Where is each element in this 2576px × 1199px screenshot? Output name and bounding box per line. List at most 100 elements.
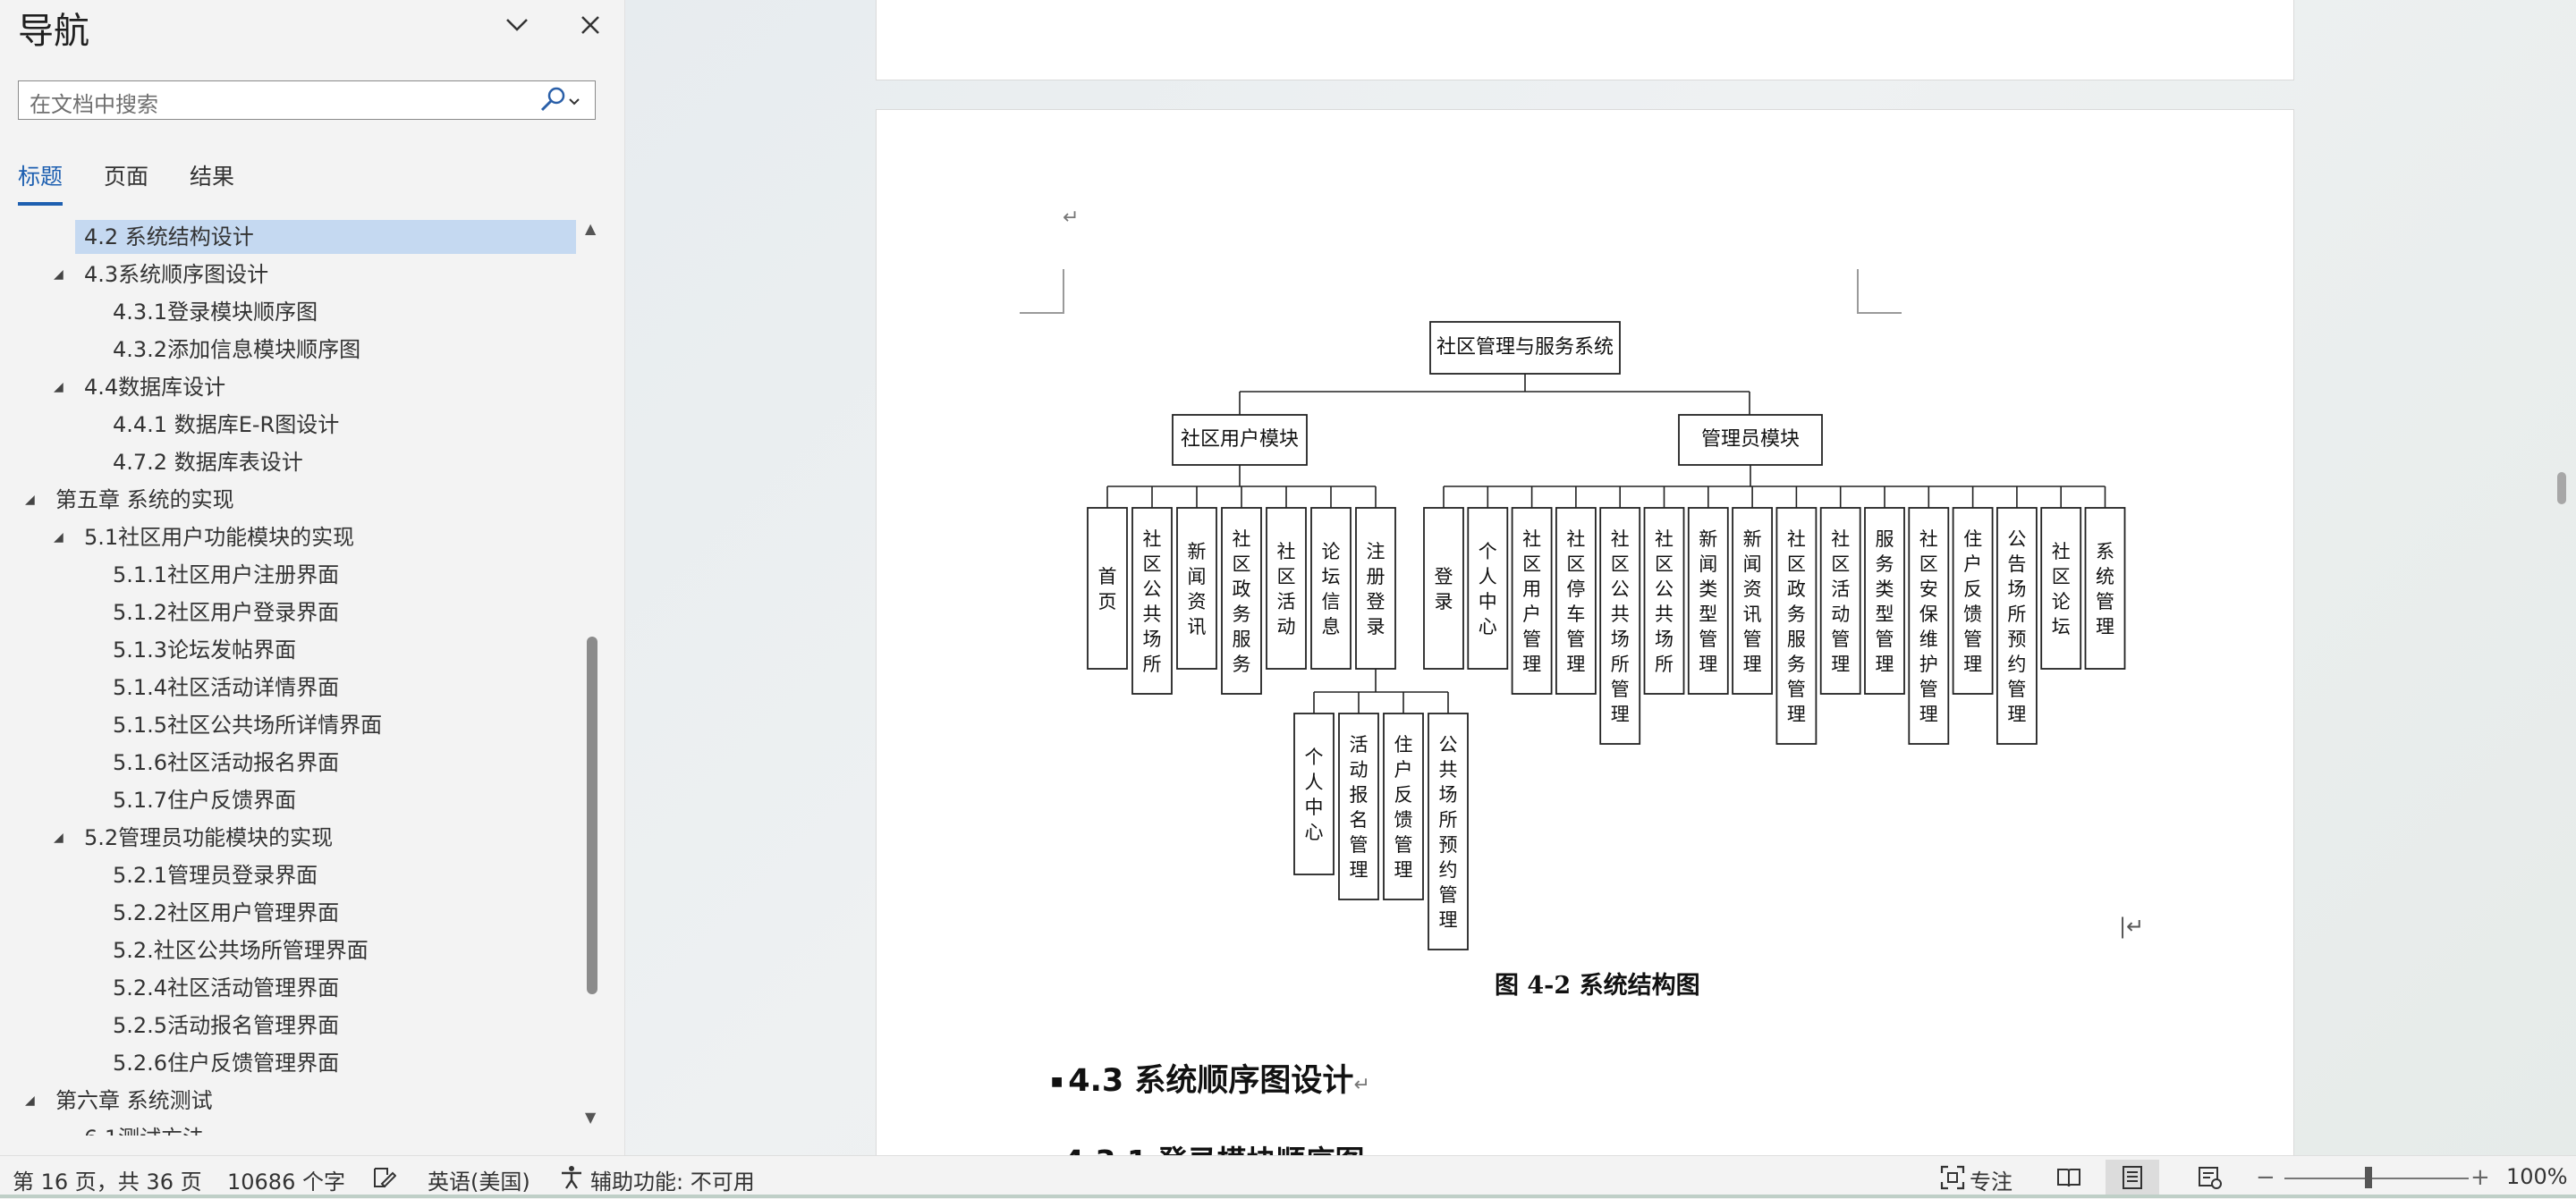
crop-mark-left (1020, 269, 1064, 314)
heading-4-3[interactable]: ■4.3 系统顺序图设计↵ (1051, 1063, 1370, 1099)
nav-heading-item[interactable]: ◢ 4.3系统顺序图设计 (0, 258, 572, 291)
tab-headings[interactable]: 标题 (18, 164, 64, 190)
nav-heading-item[interactable]: 5.1.2社区用户登录界面 (0, 595, 572, 629)
bullet-icon: ■ (1051, 1075, 1063, 1089)
scroll-up-icon[interactable]: ▲ (585, 220, 597, 237)
diagram-node (1864, 507, 1905, 695)
language-indicator[interactable]: 英语(美国) (428, 1169, 530, 1195)
nav-heading-label: 4.3.1登录模块顺序图 (113, 300, 318, 325)
nav-heading-item[interactable]: 5.1.4社区活动详情界面 (0, 671, 572, 705)
nav-heading-item[interactable]: 5.2.1管理员登录界面 (0, 858, 572, 892)
accessibility-icon[interactable] (558, 1165, 585, 1190)
diagram-node (1293, 713, 1335, 875)
tab-results[interactable]: 结果 (190, 164, 235, 190)
zoom-level[interactable]: 100% (2506, 1164, 2568, 1189)
diagram-node-label: 公告场所预约管理 (2007, 528, 2026, 725)
nav-title: 导航 (18, 11, 89, 52)
nav-heading-label: 5.2.4社区活动管理界面 (113, 975, 340, 1001)
nav-heading-item[interactable]: 5.2.5活动报名管理界面 (0, 1009, 572, 1043)
nav-heading-item[interactable]: 5.1.3论坛发帖界面 (0, 633, 572, 667)
collapse-triangle-icon[interactable]: ◢ (54, 267, 64, 282)
diagram-user-module-node (1172, 414, 1308, 466)
focus-button[interactable]: 专注 (1970, 1169, 2012, 1195)
nav-scroll-thumb[interactable] (587, 637, 597, 994)
nav-heading-label: 5.1.1社区用户注册界面 (113, 562, 340, 587)
nav-heading-label: 5.2.2社区用户管理界面 (113, 900, 340, 925)
diagram-node-label: 社区公共场所管理 (1611, 528, 1630, 725)
diagram-node-label: 论坛信息 (1322, 541, 1341, 637)
nav-heading-item[interactable]: 5.2.2社区用户管理界面 (0, 896, 572, 930)
diagram-node-label: 社区停车管理 (1566, 528, 1585, 675)
nav-heading-item[interactable]: ◢5.2管理员功能模块的实现 (0, 821, 572, 855)
nav-heading-item[interactable]: ◢4.4数据库设计 (0, 370, 572, 404)
collapse-triangle-icon[interactable]: ◢ (25, 1093, 35, 1108)
collapse-triangle-icon[interactable]: ◢ (54, 831, 64, 845)
collapse-triangle-icon[interactable]: ◢ (25, 493, 35, 507)
scroll-down-icon[interactable]: ▼ (585, 1109, 597, 1126)
heading-4-3-1[interactable]: 4.3.1 登录模块顺序图 (1063, 1137, 1364, 1155)
search-options-button[interactable] (539, 87, 586, 115)
web-layout-icon[interactable] (2197, 1165, 2224, 1190)
diagram-node-label: 注册登录 (1367, 541, 1385, 637)
diagram-node (1996, 507, 2038, 745)
nav-heading-label: 5.2.6住户反馈管理界面 (113, 1051, 340, 1076)
search-input[interactable]: 在文档中搜索 (18, 80, 596, 120)
tab-pages[interactable]: 页面 (104, 164, 149, 190)
nav-heading-item[interactable]: ◢第六章 系统测试 (0, 1084, 572, 1118)
nav-heading-item[interactable]: 6.1测试方法 (0, 1121, 572, 1136)
nav-close-button[interactable] (572, 11, 608, 43)
navigation-pane: 导航 在文档中搜索 标题 页面 结果 4.2 系统结构设计 ◢ 4.3系统顺序图设计… (0, 0, 625, 1155)
read-mode-icon[interactable] (2055, 1165, 2082, 1190)
close-icon (580, 15, 600, 38)
paragraph-mark: ↵ (1063, 207, 1080, 229)
nav-heading-item[interactable]: 4.2 系统结构设计 (75, 220, 576, 254)
diagram-node (1775, 507, 1818, 745)
nav-heading-label: 5.1.4社区活动详情界面 (113, 675, 340, 700)
page-count[interactable]: 第 16 页，共 36 页 (13, 1169, 202, 1195)
nav-heading-item[interactable]: 5.1.1社区用户注册界面 (0, 558, 572, 592)
crop-mark-right (1857, 269, 1902, 314)
zoom-out-button[interactable]: − (2256, 1164, 2275, 1191)
nav-heading-item[interactable]: 5.1.7住户反馈界面 (0, 783, 572, 817)
heading-4-3-text: 4.3 系统顺序图设计 (1068, 1063, 1354, 1099)
print-layout-icon[interactable] (2106, 1160, 2159, 1195)
search-placeholder: 在文档中搜索 (30, 92, 158, 117)
nav-heading-item[interactable]: 5.2.社区公共场所管理界面 (0, 933, 572, 967)
zoom-slider-thumb[interactable] (2365, 1167, 2372, 1188)
nav-heading-label: 5.1.2社区用户登录界面 (113, 600, 340, 625)
focus-icon[interactable] (1939, 1165, 1966, 1190)
nav-heading-item[interactable]: ◢5.1社区用户功能模块的实现 (0, 520, 572, 554)
diagram-node (1383, 713, 1424, 900)
proofing-icon[interactable] (370, 1165, 397, 1190)
document-area[interactable]: ↵ 社区管理与服务系统社区用户模块管理员模块首页社区公共场所新闻资讯社区政务服务… (625, 0, 2576, 1155)
chevron-down-icon (568, 93, 580, 110)
collapse-triangle-icon[interactable]: ◢ (54, 380, 64, 394)
zoom-slider[interactable] (2284, 1178, 2469, 1179)
diagram-node (1310, 507, 1352, 670)
nav-heading-item[interactable]: ◢第五章 系统的实现 (0, 483, 572, 517)
nav-options-button[interactable] (499, 11, 535, 43)
active-tab-indicator (18, 202, 63, 206)
collapse-triangle-icon[interactable]: ◢ (54, 530, 64, 545)
nav-heading-item[interactable]: 5.2.6住户反馈管理界面 (0, 1046, 572, 1080)
nav-heading-label: 5.1.7住户反馈界面 (113, 788, 297, 813)
nav-heading-item[interactable]: 5.2.4社区活动管理界面 (0, 971, 572, 1005)
accessibility-status[interactable]: 辅助功能: 不可用 (590, 1169, 755, 1195)
nav-heading-item[interactable]: 4.3.1登录模块顺序图 (0, 295, 572, 329)
nav-heading-item[interactable]: 5.1.5社区公共场所详情界面 (0, 708, 572, 742)
word-count[interactable]: 10686 个字 (227, 1169, 345, 1195)
nav-scrollbar[interactable]: ▲ ▼ (583, 220, 603, 1136)
nav-heading-item[interactable]: 4.4.1 数据库E-R图设计 (0, 408, 572, 442)
diagram-root-node (1429, 321, 1621, 375)
diagram-node (1428, 713, 1469, 950)
nav-heading-item[interactable]: 5.1.6社区活动报名界面 (0, 746, 572, 780)
nav-heading-label: 4.7.2 数据库表设计 (113, 450, 303, 475)
document-scroll-thumb[interactable] (2557, 472, 2566, 504)
diagram-node (1599, 507, 1641, 745)
nav-heading-item[interactable]: 4.7.2 数据库表设计 (0, 445, 572, 479)
nav-heading-label: 4.3系统顺序图设计 (84, 262, 269, 287)
diagram-node (2040, 507, 2082, 670)
nav-heading-item[interactable]: 4.3.2添加信息模块顺序图 (0, 333, 572, 367)
zoom-in-button[interactable]: + (2470, 1164, 2490, 1191)
diagram-node-label: 社区用户模块 (1181, 428, 1299, 451)
